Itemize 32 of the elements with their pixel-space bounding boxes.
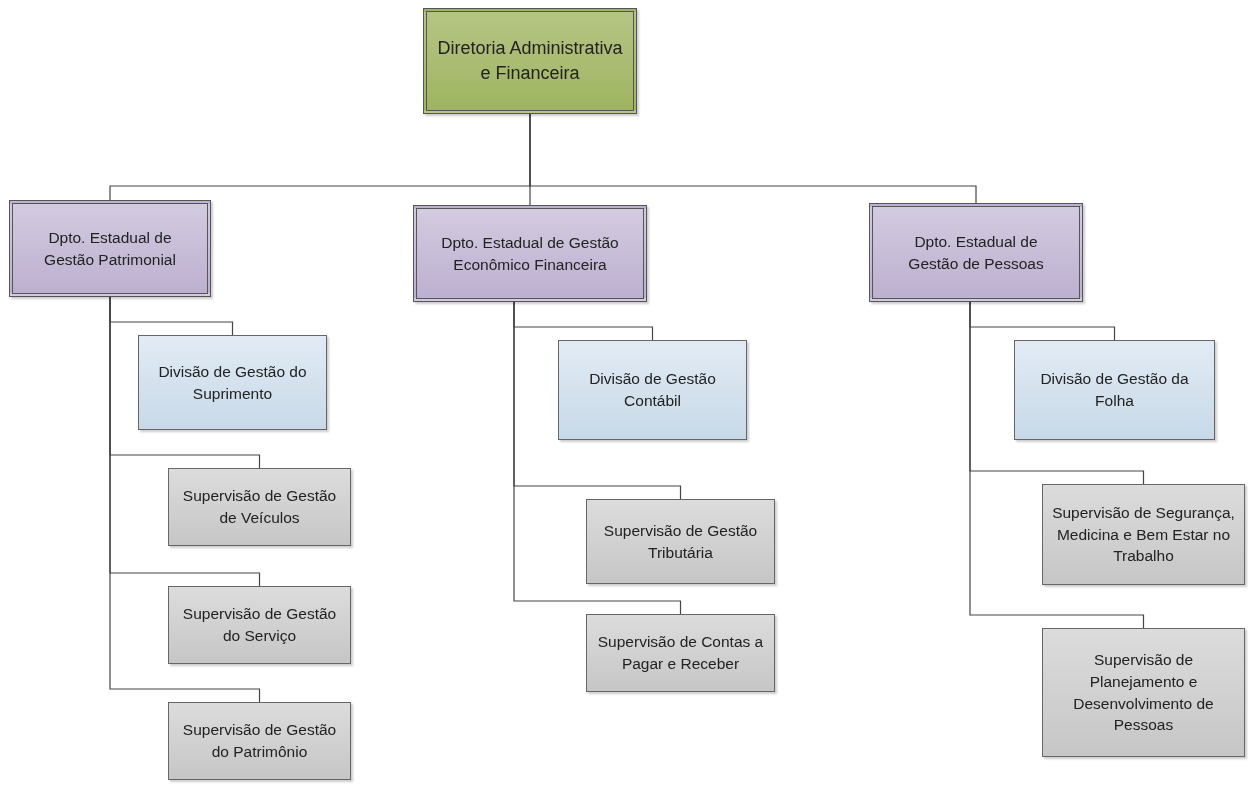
director-box: [423, 8, 637, 114]
box-label: Supervisão de Contas a Pagar e Receber: [596, 632, 765, 674]
box-label: Dpto. Estadual de Gestão de Pessoas: [907, 231, 1045, 274]
supervision-box: [586, 499, 775, 584]
box-label: Diretoria Administrativa e Financeira: [436, 36, 624, 85]
supervision-box: [168, 468, 351, 546]
department-box: [869, 203, 1083, 302]
box-label: Dpto. Estadual de Gestão Econômico Financeira: [440, 232, 620, 275]
box-label: Dpto. Estadual de Gestão Patrimonial: [43, 227, 177, 270]
box-label: Supervisão de Gestão do Patrimônio: [181, 720, 338, 762]
box-label: Divisão de Gestão da Folha: [1039, 369, 1190, 411]
box-label: Supervisão de Planejamento e Desenvolvimento de Pessoas: [1072, 650, 1215, 736]
box-label: Supervisão de Gestão do Serviço: [181, 604, 338, 646]
department-box: [9, 200, 211, 297]
box-label: Supervisão de Gestão de Veículos: [181, 486, 338, 528]
division-box: [558, 340, 747, 440]
division-box: [138, 335, 327, 430]
division-box: [1014, 340, 1215, 440]
box-label: Supervisão de Segurança, Medicina e Bem Estar no Trabalho: [1051, 502, 1236, 567]
connector-line: [969, 301, 1145, 629]
supervision-box: [586, 614, 775, 692]
box-label: Divisão de Gestão do Suprimento: [157, 361, 308, 404]
supervision-box: [168, 586, 351, 664]
supervision-box: [1042, 484, 1245, 585]
connector-line: [513, 301, 682, 615]
connector-line: [109, 296, 261, 703]
supervision-box: [168, 702, 351, 780]
supervision-box: [1042, 628, 1245, 757]
box-label: Supervisão de Gestão Tributária: [602, 520, 759, 563]
box-label: Divisão de Gestão Contábil: [588, 369, 717, 411]
department-box: [413, 205, 647, 302]
connector-line: [529, 113, 977, 204]
